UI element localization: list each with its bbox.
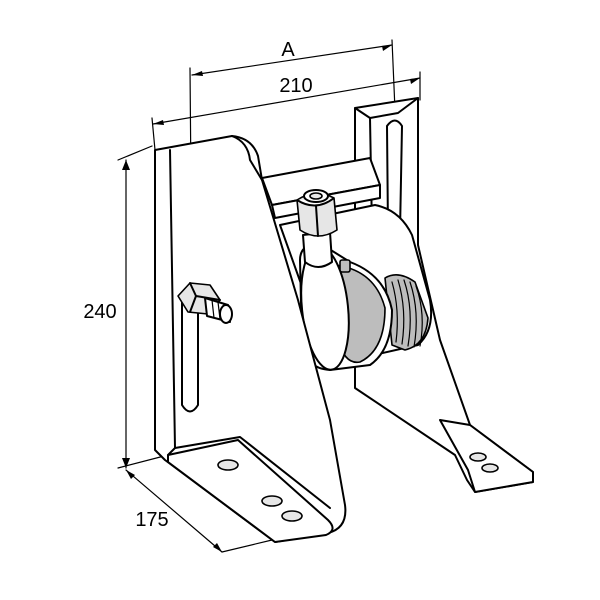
dimension-width <box>151 71 421 151</box>
front-bracket <box>154 135 347 543</box>
dimension-depth-label: 175 <box>135 509 168 531</box>
dimension-depth <box>125 469 273 553</box>
dimension-a-label: A <box>281 39 295 61</box>
dimension-width-label: 210 <box>279 75 312 97</box>
dimension-height-label: 240 <box>83 301 116 323</box>
side-bolt <box>177 282 233 324</box>
dimension-height <box>117 145 169 469</box>
clamp-screw <box>296 189 338 268</box>
